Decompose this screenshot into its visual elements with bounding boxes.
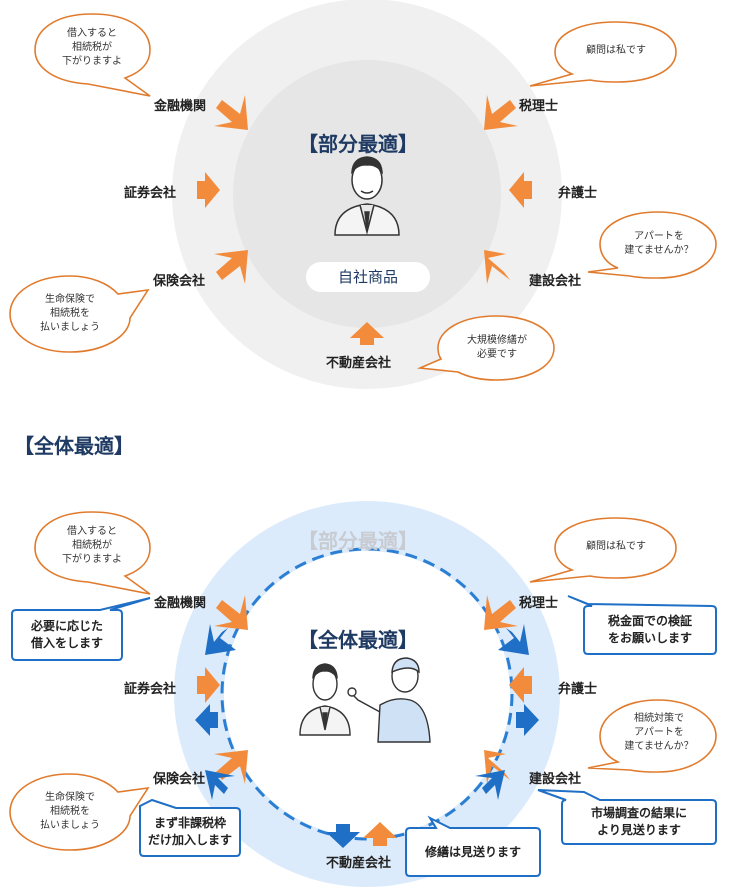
bottom-title: 【全体最適】 [298, 628, 418, 652]
blue-arrows-bottom [195, 624, 539, 848]
blue-arrow-lawyer [516, 704, 539, 736]
label-tax-top: 税理士 [519, 99, 559, 114]
box-text-construction: 市場調査の結果に より見送ります [590, 806, 687, 837]
arrow-lawyer-bottom [509, 667, 532, 703]
label-finance-bottom: 金融機関 [154, 596, 207, 611]
box-text-realestate: 修繕は見送ります [424, 845, 521, 859]
box-insurance [139, 798, 241, 857]
bubble-finance-top [34, 13, 151, 97]
speech-bubbles-top [9, 13, 717, 381]
bubble-construction-bottom [587, 699, 717, 773]
box-tax [567, 595, 717, 655]
bubble-text-construction-top: アパートを 建てませんか？ [624, 231, 694, 256]
bubble-text-insurance-bottom: 生命保険で 相続税を 払いましょう [40, 792, 100, 831]
label-finance-top: 金融機関 [154, 99, 207, 114]
blue-arrow-construction [475, 770, 505, 800]
advisor-illustration-bottom [347, 657, 431, 743]
blue-arrow-tax [498, 624, 529, 655]
blue-boxes-bottom [11, 595, 717, 877]
speech-bubbles-bottom [9, 511, 717, 851]
bubble-construction-top [587, 211, 717, 279]
blue-arrow-realestate [326, 824, 360, 848]
label-lawyer-bottom: 弁護士 [558, 682, 598, 697]
bubble-finance-bottom [34, 511, 151, 595]
box-realestate [405, 815, 541, 877]
box-finance [11, 597, 151, 661]
dashed-ring-bottom [220, 547, 514, 841]
box-text-insurance: まず非課税枠 だけ加入します [147, 816, 232, 847]
bubble-insurance-top [9, 275, 150, 353]
label-realestate-top: 不動産会社 [326, 356, 392, 371]
blue-arrow-finance [205, 624, 236, 655]
bubble-insurance-bottom [9, 773, 150, 851]
blue-arrow-insurance [205, 770, 235, 800]
arrow-tax-bottom [484, 595, 518, 630]
arrow-finance-top [214, 95, 248, 130]
orange-arrows-bottom [197, 595, 532, 846]
bubble-realestate-top [416, 315, 555, 381]
bubble-text-finance-bottom: 借入すると 相続税が 下がりますよ [62, 526, 122, 565]
bubble-text-tax-bottom: 顧問は私です [586, 541, 646, 552]
orange-arrows-top [197, 95, 532, 345]
inner-circle-bottom [224, 551, 510, 837]
arrow-construction-bottom [484, 750, 510, 784]
arrow-tax-top [484, 95, 518, 130]
businessman-illustration-top [334, 156, 400, 236]
ghost-title: 【部分最適】 [298, 529, 418, 553]
arrow-lawyer-top [509, 172, 532, 208]
label-construction-top: 建設会社 [529, 274, 582, 289]
arrow-realestate-top [350, 322, 384, 345]
box-construction [537, 789, 717, 845]
label-tax-bottom: 税理士 [519, 596, 559, 611]
label-lawyer-top: 弁護士 [558, 186, 598, 201]
bubble-text-insurance-top: 生命保険で 相続税を 払いましょう [40, 294, 100, 333]
label-construction-bottom: 建設会社 [529, 772, 582, 787]
label-securities-bottom: 証券会社 [124, 682, 177, 697]
arrow-realestate-bottom [363, 822, 397, 846]
top-title: 【部分最適】 [298, 132, 418, 156]
bubble-tax-bottom [529, 517, 677, 583]
arrow-securities-top [197, 172, 220, 208]
label-insurance-bottom: 保険会社 [153, 772, 206, 787]
bubble-text-tax-top: 顧問は私です [586, 45, 646, 56]
bubble-text-realestate-top: 大規模修繕が 必要です [467, 335, 527, 360]
section-heading: 【全体最適】 [14, 434, 134, 458]
product-pill: 自社商品 [306, 262, 430, 292]
arrow-construction-top [484, 250, 510, 284]
bubble-text-construction-bottom: 相続対策で アパートを 建てませんか？ [624, 713, 694, 752]
label-insurance-top: 保険会社 [153, 274, 206, 289]
label-securities-top: 証券会社 [124, 186, 177, 201]
box-text-tax: 税金面での検証 をお願いします [607, 614, 692, 645]
bubble-tax-top [529, 21, 677, 87]
bubble-text-finance-top: 借入すると 相続税が 下がりますよ [62, 28, 122, 67]
arrow-insurance-top [214, 250, 248, 284]
blue-arrow-securities [195, 704, 218, 736]
businessman-illustration-bottom [299, 663, 351, 736]
arrow-securities-bottom [197, 667, 220, 703]
arrow-finance-bottom [214, 595, 248, 630]
box-text-finance: 必要に応じた 借入をします [30, 619, 103, 650]
label-realestate-bottom: 不動産会社 [326, 856, 392, 871]
